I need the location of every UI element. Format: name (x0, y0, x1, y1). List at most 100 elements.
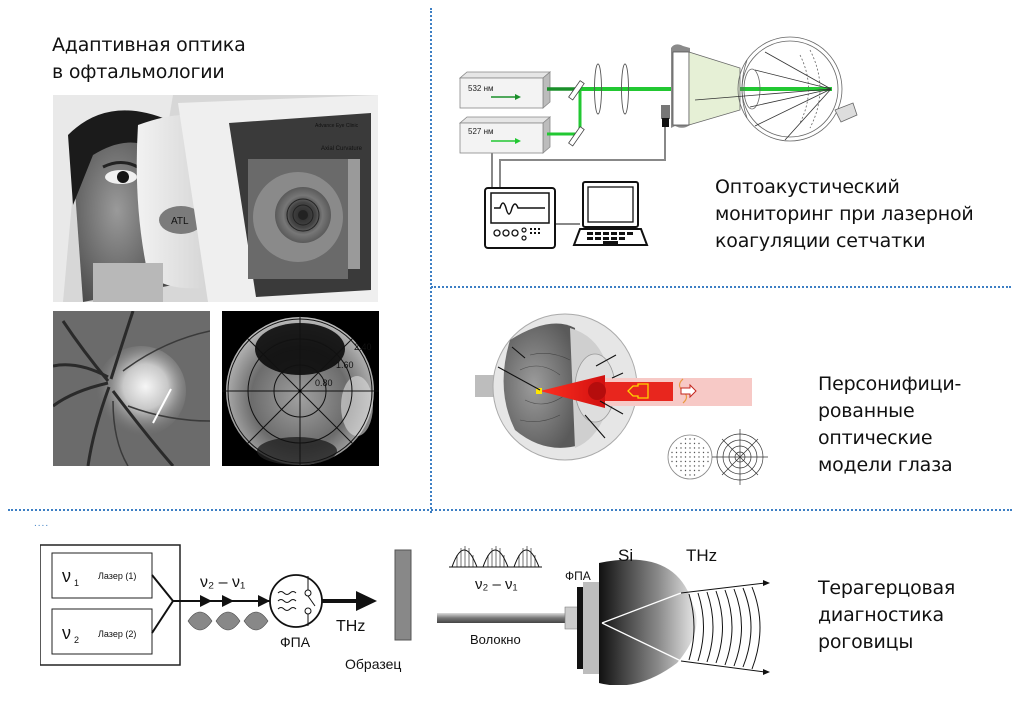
grid-dot (680, 442, 682, 445)
vertical-divider (430, 8, 432, 513)
horizontal-divider-full (8, 509, 1012, 511)
thz-lens-diagram: ν₂ – ν₁ Волокно ФПА Si THz (437, 546, 770, 685)
pca-label: ФПА (280, 634, 311, 650)
grid-dot (675, 460, 678, 463)
grid-dot (684, 456, 687, 458)
hartmann-grid-icon (667, 434, 713, 480)
pca-label-right: ФПА (565, 569, 591, 583)
grid-dot (671, 451, 673, 454)
grid-dot (675, 465, 678, 467)
grid-dot (698, 447, 700, 449)
eye-models-caption: Персонифици- рованные оптические модели … (818, 373, 962, 476)
grid-dot (684, 447, 687, 449)
eye-schematic (694, 36, 858, 142)
grid-dot (693, 456, 696, 458)
grid-dot (693, 460, 696, 463)
optical-fiber (437, 613, 572, 623)
grid-dot (689, 442, 691, 445)
grid-dot (693, 451, 696, 454)
sensor-cable (499, 127, 666, 188)
grid-dot (680, 469, 682, 472)
grid-dot (684, 438, 687, 440)
grid-dot (693, 469, 696, 472)
grid-dot (698, 469, 700, 472)
beat-frequency-label: ν₂ – ν₁ (200, 574, 245, 591)
grid-dot (698, 456, 700, 458)
grid-dot (693, 465, 696, 467)
scan-line-marker (152, 388, 172, 424)
grid-dot (693, 447, 696, 449)
acoustic-sensor (661, 105, 670, 119)
screen-curvature-label: Axial Curvature (321, 146, 363, 152)
grid-dot (698, 465, 700, 467)
mirror-2 (568, 126, 585, 147)
topographer-photo: ATL Advance Eye Clinic Axial Curvature (53, 95, 378, 302)
thz-generation-diagram: ν 1 Лазер (1) ν 2 Лазер (2) ν₂ – ν₁ ФПА (40, 544, 412, 672)
polar-grid-icon (712, 429, 768, 485)
grid-dot (693, 474, 696, 476)
silicon-lens (599, 559, 697, 685)
grid-dot (698, 451, 700, 454)
polar-thickness-map: 2.40 1.60 0.80 (222, 311, 379, 466)
pca-substrate (583, 582, 599, 674)
focused-cone (540, 375, 605, 408)
laser-532-box: 532 нм (458, 71, 552, 109)
grid-dot (689, 451, 691, 454)
grid-dot (675, 447, 678, 449)
grid-dot (689, 465, 691, 467)
grid-dot (689, 460, 691, 463)
grid-dot (689, 447, 691, 449)
grid-dot (671, 460, 673, 463)
grid-dot (689, 474, 691, 476)
beat-signal-icon (187, 611, 269, 631)
nu2-subscript: 2 (74, 635, 79, 645)
reflection-arrow (627, 383, 649, 399)
ring-label-middle: 1.60 (336, 360, 354, 370)
incident-arrow (680, 383, 697, 399)
grid-dot (684, 451, 687, 454)
grid-dot (684, 460, 687, 463)
grid-dot (689, 438, 691, 440)
grid-dot (707, 451, 709, 454)
grid-dot (680, 465, 682, 467)
thz-label-right: THz (686, 546, 717, 565)
nu1-symbol: ν (62, 566, 71, 586)
laser-527-box: 527 нм (458, 116, 552, 154)
pulse-train-icon (449, 546, 542, 568)
grid-dot (689, 456, 691, 458)
nu1-subscript: 1 (74, 578, 79, 588)
nu2-symbol: ν (62, 623, 71, 643)
optoacoustic-caption: Оптоакустический мониторинг при лазерной… (715, 176, 974, 252)
laptop-icon (572, 181, 649, 246)
fiber-label: Волокно (470, 632, 521, 647)
terahertz-caption: Терагерцовая диагностика роговицы (818, 577, 956, 653)
grid-dot (702, 451, 705, 454)
adaptive-optics-caption: Адаптивная оптика в офтальмологии (52, 34, 246, 83)
lens-2 (621, 63, 629, 115)
grid-dot (684, 469, 687, 472)
sample-plate (394, 549, 412, 641)
oscilloscope-icon (484, 187, 556, 249)
sample-label: Образец (345, 656, 401, 672)
optoacoustic-setup-diagram: 532 нм 527 нм (458, 36, 858, 249)
grid-dot (702, 465, 705, 467)
eye-model-diagram (475, 313, 768, 485)
device-brand-label: ATL (171, 216, 189, 227)
grid-dot (698, 460, 700, 463)
laser-2-label: Лазер (2) (98, 629, 136, 639)
thz-wavefronts (680, 582, 766, 673)
laser-1-label: Лазер (1) (98, 571, 136, 581)
grid-dot (693, 442, 696, 445)
grid-dot (702, 447, 705, 449)
grid-dot (675, 451, 678, 454)
horizontal-divider-right (431, 286, 1011, 288)
focal-spot (536, 388, 542, 394)
polar-map-illustration: 2.40 1.60 0.80 (222, 311, 379, 466)
screen-clinic-label: Advance Eye Clinic (315, 123, 359, 129)
thz-label: THz (336, 618, 365, 635)
grid-dot (702, 456, 705, 458)
grid-dot (684, 442, 687, 445)
photoconductive-antenna-icon (269, 574, 323, 628)
si-label: Si (618, 546, 633, 565)
grid-dot (684, 465, 687, 467)
